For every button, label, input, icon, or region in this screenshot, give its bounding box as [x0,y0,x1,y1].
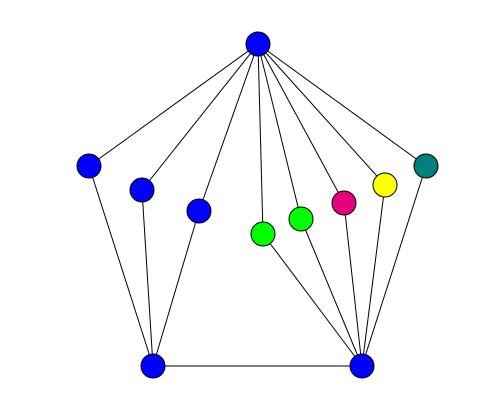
node-green-2 [288,206,314,232]
node-bottom-right [349,353,375,379]
edge-top-green-1 [257,43,264,235]
edge-teal-bottom-right [361,165,427,367]
node-top [245,31,271,57]
node-bottom-left [140,353,166,379]
edge-left-inner-bottom-left [152,210,200,367]
edge-top-yellow [257,43,386,186]
node-left-mid [129,177,155,203]
edge-yellow-bottom-right [361,184,386,367]
node-magenta [331,190,357,216]
edge-green-1-bottom-right [262,233,363,367]
node-yellow [372,172,398,198]
node-layer [76,31,439,379]
edge-top-green-2 [257,43,302,220]
edge-left-outer-bottom-left [88,165,154,367]
edge-magenta-bottom-right [343,202,363,367]
edge-layer [88,43,427,367]
node-left-outer [76,153,102,179]
edge-top-magenta [257,43,345,204]
node-left-inner [186,198,212,224]
edge-top-left-mid [141,43,259,191]
edge-top-left-inner [198,43,259,212]
edge-left-mid-bottom-left [141,189,154,367]
edge-green-2-bottom-right [300,218,363,367]
node-teal [413,153,439,179]
edge-top-teal [257,43,427,167]
node-green-1 [250,221,276,247]
edge-top-left-outer [88,43,259,167]
